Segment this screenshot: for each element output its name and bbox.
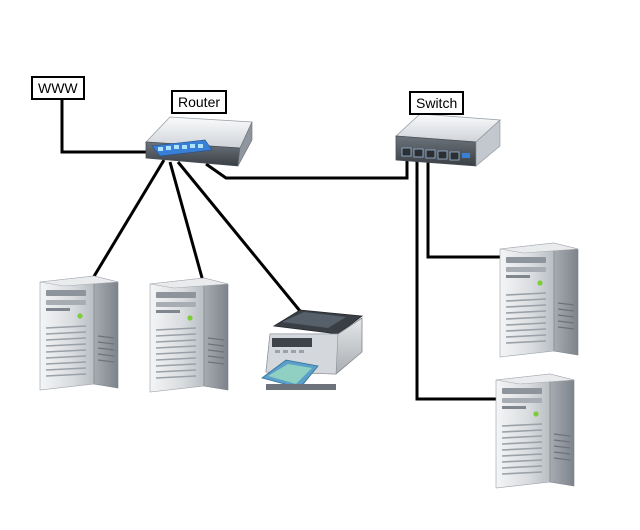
link-router-server-2 xyxy=(168,161,206,286)
server-2-icon xyxy=(149,277,229,393)
link-switch-server-4 xyxy=(415,160,501,401)
link-www-router xyxy=(60,100,156,154)
router-icon xyxy=(145,116,253,167)
link-router-server-1 xyxy=(88,159,166,284)
switch-icon xyxy=(395,113,501,167)
link-switch-server-3 xyxy=(426,160,503,259)
www-label: WWW xyxy=(31,76,85,100)
printer-icon xyxy=(261,309,364,390)
link-router-printer xyxy=(176,161,302,312)
connection-lines xyxy=(60,100,503,401)
link-router-switch xyxy=(205,160,409,180)
server-4-icon xyxy=(495,373,575,489)
server-3-icon xyxy=(499,242,579,358)
server-1-icon xyxy=(39,275,119,391)
router-label: Router xyxy=(171,90,228,114)
switch-label: Switch xyxy=(409,91,465,115)
